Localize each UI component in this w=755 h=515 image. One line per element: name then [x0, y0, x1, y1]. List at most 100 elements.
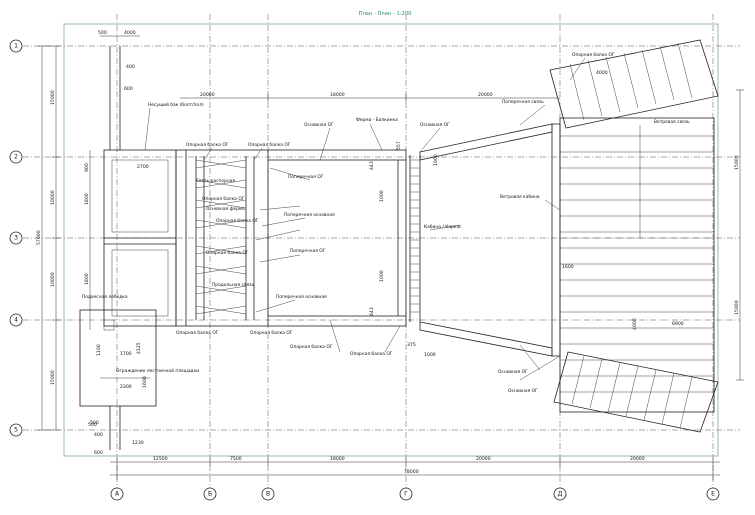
annotation-label: Ограждение лестничной площадки	[116, 367, 199, 374]
ladder-element	[410, 159, 420, 313]
dim-text: 78000	[404, 469, 419, 475]
annotation-label: Основная ОГ	[420, 122, 450, 128]
annotation-label: Опорная балка ОГ	[572, 51, 615, 58]
dim-text: 18000	[330, 456, 345, 462]
row-bubble: 5	[9, 423, 23, 437]
dim-text: 20000	[200, 92, 215, 98]
annotation-label: Опорная балка ОГ	[248, 141, 291, 148]
column-bubble: Е	[706, 487, 720, 501]
column-bubble: В	[261, 487, 275, 501]
dim-text: 57000	[36, 230, 42, 245]
dim-text: 1000	[379, 270, 385, 282]
dim-text: 1100	[96, 344, 102, 356]
dim-text: 20000	[630, 456, 645, 462]
dim-text: 900	[84, 163, 90, 172]
tilted-bay-bottom	[553, 351, 719, 433]
dim-text: 4000	[632, 318, 638, 330]
column-bubble-label: Д	[558, 491, 563, 498]
label-leaders	[144, 57, 641, 381]
annotation-label: Несущий бак (болт/пол)	[148, 101, 204, 108]
annotation-label: Опорная балка ОГ	[186, 141, 229, 148]
sheet-frame	[63, 23, 719, 457]
annotation-label: Опорная балка ОГ	[206, 249, 249, 256]
annotation-label: Опорная балка ОГ	[290, 343, 333, 350]
annotation-label: Кабина / Каркас	[424, 223, 462, 230]
annotation-label: Поперечная основная	[276, 294, 327, 300]
dim-text: 1800	[84, 193, 90, 205]
dim-text: 500	[88, 422, 97, 428]
dim-text: 4000	[124, 30, 136, 36]
dim-text: 20000	[476, 456, 491, 462]
row-bubble: 1	[9, 39, 23, 53]
dim-text: 10000	[50, 190, 56, 205]
dim-text: 15000	[50, 370, 56, 385]
row-bubble-label: 1	[14, 43, 18, 50]
dim-text: 400	[94, 432, 103, 438]
dim-text: 600	[124, 86, 133, 92]
column-bubble: Д	[553, 487, 567, 501]
dim-text: 15000	[734, 155, 740, 170]
annotation-label: Ветровая кабина	[500, 193, 540, 200]
dim-text: 1600	[562, 264, 574, 270]
column-bubbles: А Б В Г Д Е	[110, 487, 720, 501]
dim-text: 557	[396, 141, 402, 150]
dim-text: 2300	[120, 384, 132, 390]
dim-text: 443	[369, 307, 375, 316]
dim-text: 1000	[424, 352, 436, 358]
dim-text: 375	[407, 342, 416, 348]
dim-text: 10000	[50, 272, 56, 287]
dim-text: 443	[369, 161, 375, 170]
column-bubble-label: Г	[404, 491, 408, 498]
dim-text: 400	[126, 64, 135, 70]
annotation-label: Связь распорная	[196, 178, 235, 184]
left-dimension-chain: 15000 10000 10000 57000 15000 1800 1800 …	[36, 45, 97, 431]
dim-text: 1800	[84, 273, 90, 285]
row-bubbles: 1 2 3 4 5	[9, 39, 23, 437]
dim-text: 1000	[433, 154, 439, 166]
annotation-labels: Несущий бак (болт/пол) Опорная балка ОГ …	[82, 51, 690, 394]
service-block	[79, 46, 177, 450]
column-bubble-label: Е	[711, 491, 715, 498]
dim-text: 500	[90, 420, 99, 426]
row-bubble-label: 2	[14, 154, 18, 161]
annotation-label: Ферма - Балкинка	[356, 117, 398, 123]
column-bubble-label: Б	[208, 491, 212, 498]
column-bubble: Б	[203, 487, 217, 501]
dim-text: 6900	[672, 321, 684, 327]
annotation-label: Основная ферма	[206, 206, 245, 212]
row-bubble: 3	[9, 231, 23, 245]
row-bubble: 2	[9, 150, 23, 164]
annotation-label: Подвесная лебедка	[82, 293, 128, 300]
truss-members	[195, 156, 406, 320]
right-dimension-chain: 15000 15000 4000 4000 6900	[596, 70, 744, 381]
column-bubble-label: А	[115, 491, 120, 498]
annotation-label: Продольная связь	[212, 282, 254, 288]
annotation-label: Основная ОГ	[304, 122, 334, 128]
annotation-label: Опорная балка ОГ	[202, 195, 245, 202]
dim-text: 20000	[478, 92, 493, 98]
annotation-label: Опорная балка ОГ	[216, 217, 259, 224]
column-bubble: Г	[399, 487, 413, 501]
dim-text: 1700	[120, 351, 132, 357]
annotation-label: Опорная балка ОГ	[250, 329, 293, 336]
inner-dimensions: 2700 443 1000 1000 443 557 1000 375 1000…	[90, 141, 574, 456]
annotation-label: Поперечная ОГ	[288, 174, 324, 180]
dim-text: 600	[94, 450, 103, 456]
annotation-label: Опорная балка ОГ	[176, 329, 219, 336]
row-bubble-label: 3	[14, 235, 18, 242]
annotation-label: Поперечная связь	[502, 99, 544, 105]
dim-text: 1000	[379, 190, 385, 202]
dim-text: 2700	[137, 164, 149, 170]
annotation-label: Поперечная основная	[284, 212, 335, 218]
dim-text: 500	[98, 30, 107, 36]
row-bubble: 4	[9, 313, 23, 327]
row-bubble-label: 4	[14, 317, 18, 324]
bottom-dimension-chain: 12500 7500 18000 20000 20000 78000	[110, 456, 720, 480]
annotation-label: Поперечная ОГ	[290, 248, 326, 254]
annotation-label: Основная ОГ	[498, 369, 528, 375]
row-bubble-label: 5	[14, 427, 18, 434]
grid-axes-vertical	[116, 14, 714, 488]
dim-text: 7500	[230, 456, 242, 462]
